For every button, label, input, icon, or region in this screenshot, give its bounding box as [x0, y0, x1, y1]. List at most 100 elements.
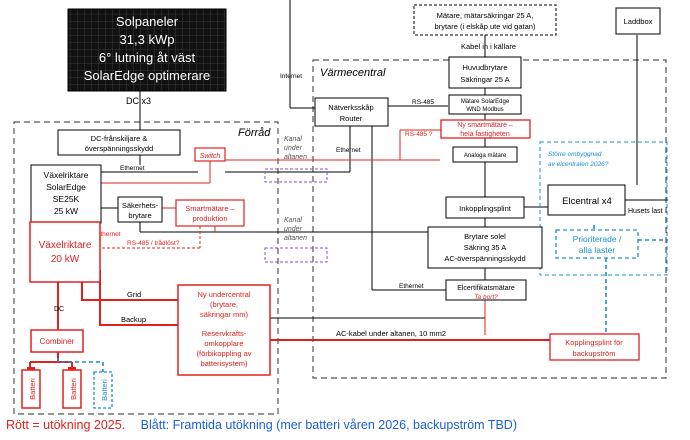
- legend: Rött = utökning 2025. Blått: Framtida ut…: [6, 418, 517, 432]
- prioriterade-line-1: Prioriterade /: [573, 234, 622, 244]
- safety-switch: [117, 196, 163, 223]
- main-breaker: [448, 56, 522, 89]
- solaredge-meter-line-2: WND Modbus: [466, 107, 503, 113]
- dc-disconnect-line-2: överspänningsskydd: [85, 144, 153, 153]
- solar-panel: [67, 8, 227, 92]
- inverter-1-line-3: SE25K: [53, 194, 80, 204]
- legend-blue: Blått: Framtida utökning (mer batteri vå…: [140, 418, 517, 432]
- dc-disconnect-line-1: DC-frånskiljare &: [91, 134, 148, 143]
- main-breaker-line-1: Huvudbrytare: [462, 63, 507, 72]
- inverter-1: [30, 164, 102, 224]
- battery-1-label: Batteri: [28, 378, 37, 400]
- solar-line-2: 31,3 kWp: [120, 32, 175, 47]
- switch-box: [194, 147, 226, 162]
- main-breaker-line-2: Säkringar 25 A: [460, 75, 509, 84]
- solaredge-meter: [448, 94, 522, 115]
- analog-meter: [452, 146, 518, 163]
- forrad-label: Förråd: [238, 127, 271, 139]
- channel-2: [264, 247, 328, 263]
- channel-2-line-3: altanen: [284, 235, 307, 242]
- inkopplingsplint-label: Inkopplingsplint: [459, 204, 512, 213]
- backup-label: Backup: [121, 315, 146, 324]
- network-cabinet-line-2: Router: [340, 114, 363, 123]
- solar-line-1: Solpaneler: [116, 14, 179, 29]
- ethernet-red-label: Ethernet: [96, 231, 121, 238]
- varmecentral-label: Värmecentral: [320, 67, 386, 79]
- reserve-line-4: batterisystem): [200, 359, 248, 368]
- prioriterade-box: [555, 229, 639, 259]
- battery-1-terminal: [27, 367, 35, 370]
- ac-cable-label: AC-kabel under altanen, 10 mm2: [336, 329, 446, 338]
- dc-label: DC: [54, 306, 64, 313]
- dc-disconnect: [57, 129, 181, 156]
- battery-3: [93, 371, 113, 409]
- battery-2-label: Batteri: [69, 378, 78, 400]
- future-line-2: av elcentralen 2026?: [548, 161, 609, 168]
- rs485-q-label: RS-485 ?: [405, 131, 433, 138]
- inverter-2-line-2: 20 kW: [51, 254, 80, 265]
- laddbox: [615, 7, 661, 35]
- meter-top-box: [413, 4, 557, 36]
- grid-label: Grid: [127, 290, 141, 299]
- smart-meter-prod-line-1: Smartmätare –: [185, 204, 235, 213]
- varmecentral-area: [312, 59, 667, 379]
- smart-meter-production: [175, 199, 245, 227]
- kopplingsplint: [549, 333, 640, 361]
- legend-red: Rött = utökning 2025.: [6, 418, 126, 432]
- elcentral: [547, 184, 626, 216]
- solar-line-4: SolarEdge optimerare: [84, 68, 210, 83]
- network-cabinet-line-1: Nätverksskåp: [328, 103, 373, 112]
- switch-label: Switch: [200, 153, 221, 160]
- inverter-1-line-4: 25 kW: [54, 206, 78, 216]
- internet-label: Internet: [280, 73, 302, 80]
- safety-switch-line-1: Säkerhets-: [122, 201, 159, 210]
- smart-meter-prod-line-2: produktion: [192, 214, 227, 223]
- blue-wires: [57, 225, 668, 372]
- undercentral-line-1: Ny undercentral: [198, 290, 251, 299]
- solaredge-meter-line-1: Mätare SolarEdge: [461, 99, 510, 105]
- reserve-line-1: Reservkrafts-: [202, 329, 247, 338]
- brytare-solel-line-1: Brytare solel: [464, 232, 506, 241]
- future-line-1: Större ombyggnad: [548, 151, 602, 158]
- brytare-solel-line-3: AC-överspänningsskydd: [444, 254, 525, 263]
- channel-1-line-3: altanen: [284, 154, 307, 161]
- solar-line-3: 6° lutning åt väst: [99, 50, 196, 65]
- rs485-wireless-label: RS-485 / trådlöst?: [127, 239, 180, 247]
- brytare-solel-line-2: Säkring 35 A: [464, 243, 507, 252]
- channel-2-line-2: under: [284, 226, 303, 233]
- elcert-label: Elcertifikatsmätare: [457, 285, 515, 292]
- husets-last-label: Husets last: [628, 208, 663, 215]
- new-smart-meter-line-1: Ny smartmätare –: [457, 122, 513, 129]
- meter-top-line-2: brytare (i elskåp ute vid gatan): [435, 22, 536, 31]
- reserve-line-2: omkopplare: [204, 339, 243, 348]
- future-area: [539, 141, 668, 276]
- inverter-1-line-1: Växelriktare: [44, 170, 89, 180]
- prioriterade-line-2: alla laster: [579, 245, 616, 255]
- reserve-line-3: (förbikoppling av: [196, 349, 251, 358]
- channel-1: [264, 168, 328, 183]
- undercentral-line-2: (brytare,: [210, 300, 238, 309]
- combiner-label: Combiner: [40, 337, 75, 346]
- inverter-1-line-2: SolarEdge: [46, 182, 86, 192]
- inverter-2-line-1: Växelriktare: [39, 240, 92, 251]
- new-smart-meter-line-2: hela fastigheten: [460, 131, 510, 138]
- channel-1-line-2: under: [284, 145, 303, 152]
- ethernet-inv-label: Ethernet: [120, 165, 145, 172]
- kopplingsplint-line-2: backupström: [573, 349, 616, 358]
- forrad-area: [13, 121, 279, 415]
- network-cabinet: [314, 97, 389, 127]
- analog-meter-label: Analoga mätare: [464, 153, 507, 159]
- inverter-2: [29, 221, 101, 283]
- elcert-meter: [445, 279, 527, 301]
- laddbox-label: Laddbox: [624, 17, 653, 26]
- meter-top-line-1: Mätare, mätarsäkringar 25 A,: [437, 11, 534, 20]
- battery-3-label: Batteri: [100, 379, 109, 401]
- kabel-label: Kabel in i källare: [461, 42, 516, 51]
- channel-1-line-1: Kanal: [284, 136, 302, 143]
- brytare-solel: [427, 226, 543, 269]
- elcentral-label: Elcentral x4: [562, 196, 612, 207]
- channel-2-line-1: Kanal: [284, 217, 302, 224]
- undercentral-line-3: säkringar mm): [200, 310, 248, 319]
- ta-bort-label: Ta bort?: [474, 294, 498, 301]
